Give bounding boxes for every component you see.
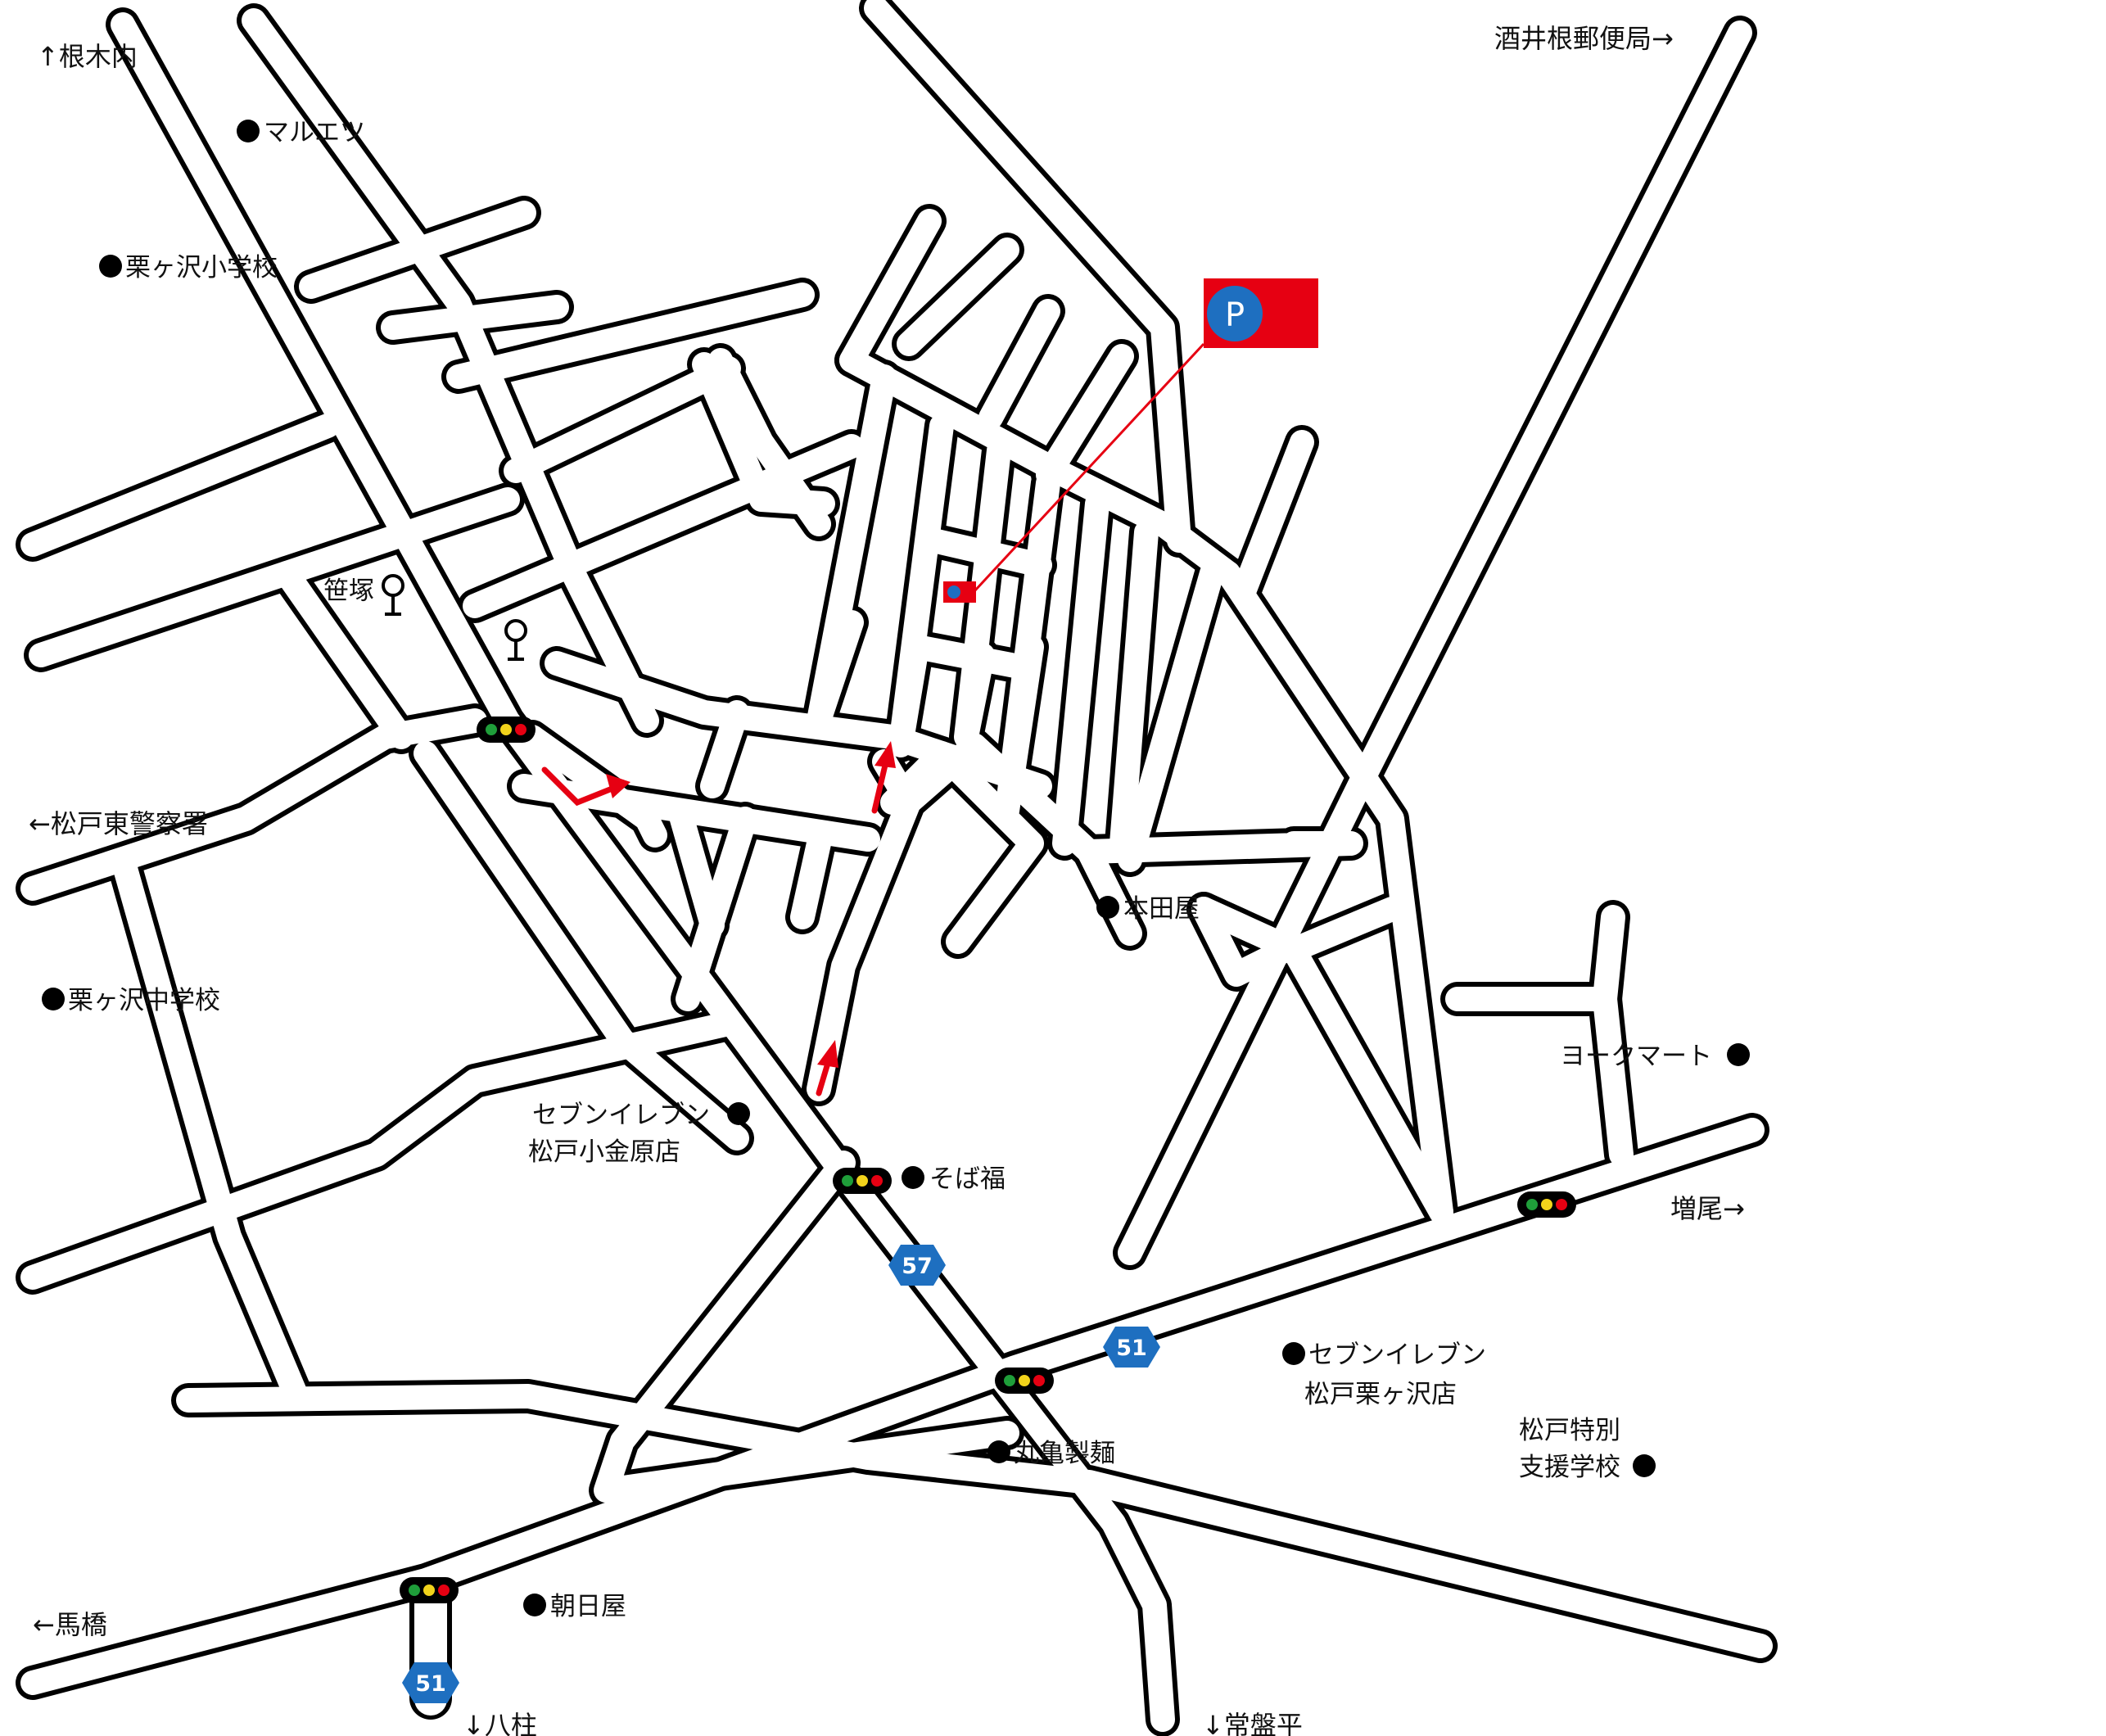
traffic-signal-icon: [995, 1368, 1054, 1394]
special-school-dot: [1633, 1454, 1656, 1477]
label-kurigasawa-elementary: 栗ヶ沢小学校: [125, 253, 278, 283]
parking-icon: P: [1207, 286, 1263, 341]
bus-stop-icons: [382, 574, 527, 661]
traffic-signal-icon: [400, 1577, 459, 1603]
label-sasazuka: 笹塚: [323, 576, 374, 606]
direction-mabashi: ←馬橋: [33, 1609, 107, 1640]
route-arrows: [541, 741, 896, 1096]
svg-text:51: 51: [415, 1671, 446, 1697]
traffic-signal-icon: [833, 1168, 892, 1194]
svg-text:P: P: [1225, 296, 1245, 334]
route-arrow-2: [871, 741, 896, 814]
traffic-signals: [400, 717, 1576, 1603]
direction-matsudo-higashi-police: ←松戸東警察署: [29, 808, 208, 839]
label-honda-ya: 本田屋: [1123, 894, 1200, 924]
label-sobafuku: そば福: [929, 1164, 1006, 1194]
direction-yabashira: ↓八柱: [463, 1710, 537, 1736]
traffic-signal-icon: [1517, 1191, 1576, 1218]
label-special-school-1: 松戸特別: [1519, 1416, 1620, 1445]
route-51-shield: 51: [1103, 1327, 1160, 1368]
route-shields: 57 51 51: [402, 1245, 1160, 1703]
seven-koganehara-dot: [727, 1102, 750, 1125]
direction-labels: ↑根木内 酒井根郵便局→ ←松戸東警察署 増尾→ ←馬橋 ↓八柱 ↓常盤平: [29, 23, 1745, 1736]
label-marukame: 丸亀製麺: [1014, 1439, 1115, 1468]
svg-text:57: 57: [902, 1254, 933, 1279]
road-network: [16, 0, 1778, 1736]
york-mart-dot: [1727, 1043, 1750, 1066]
label-special-school-2: 支援学校: [1519, 1453, 1620, 1482]
maruetsu-dot: [237, 120, 260, 142]
label-seven-kurigasawa-2: 松戸栗ヶ沢店: [1304, 1380, 1457, 1409]
bus-stop-icon: [382, 574, 404, 616]
label-seven-koganehara-1: セブンイレブン: [532, 1101, 710, 1130]
label-maruetsu: マルエツ: [264, 118, 365, 147]
direction-sakaine-post: 酒井根郵便局→: [1494, 23, 1674, 54]
kurigasawa-elementary-dot: [99, 255, 122, 278]
seven-kurigasawa-dot: [1282, 1342, 1305, 1365]
route-51-shield-south: 51: [402, 1662, 459, 1703]
direction-masuo: 増尾→: [1670, 1193, 1745, 1224]
landmark-labels: マルエツ 栗ヶ沢小学校 笹塚 栗ヶ沢中学校 本田屋 ヨークマート セブンイレブン…: [68, 118, 1712, 1621]
bus-stop-icon: [504, 619, 527, 661]
asahiya-dot: [523, 1594, 546, 1616]
marukame-dot: [987, 1440, 1010, 1463]
parking-callout: P: [943, 278, 1318, 603]
svg-text:51: 51: [1116, 1336, 1147, 1361]
route-arrow-1: [541, 766, 630, 807]
label-seven-kurigasawa-1: セブンイレブン: [1308, 1340, 1486, 1370]
route-arrow-3: [816, 1040, 838, 1096]
direction-tokiwadaira: ↓常盤平: [1202, 1710, 1303, 1736]
label-asahiya: 朝日屋: [550, 1592, 626, 1621]
route-57-shield: 57: [888, 1245, 946, 1286]
sobafuku-dot: [902, 1166, 924, 1189]
honda-ya-dot: [1096, 896, 1119, 919]
label-seven-koganehara-2: 松戸小金原店: [528, 1137, 680, 1167]
label-york-mart: ヨークマート: [1560, 1042, 1712, 1071]
kurigasawa-junior-high-dot: [42, 988, 65, 1010]
label-kurigasawa-junior-high: 栗ヶ沢中学校: [68, 986, 220, 1015]
landmark-dots: [42, 120, 1750, 1616]
direction-nekiuchi: ↑根木内: [37, 41, 138, 72]
traffic-signal-icon: [477, 717, 536, 743]
